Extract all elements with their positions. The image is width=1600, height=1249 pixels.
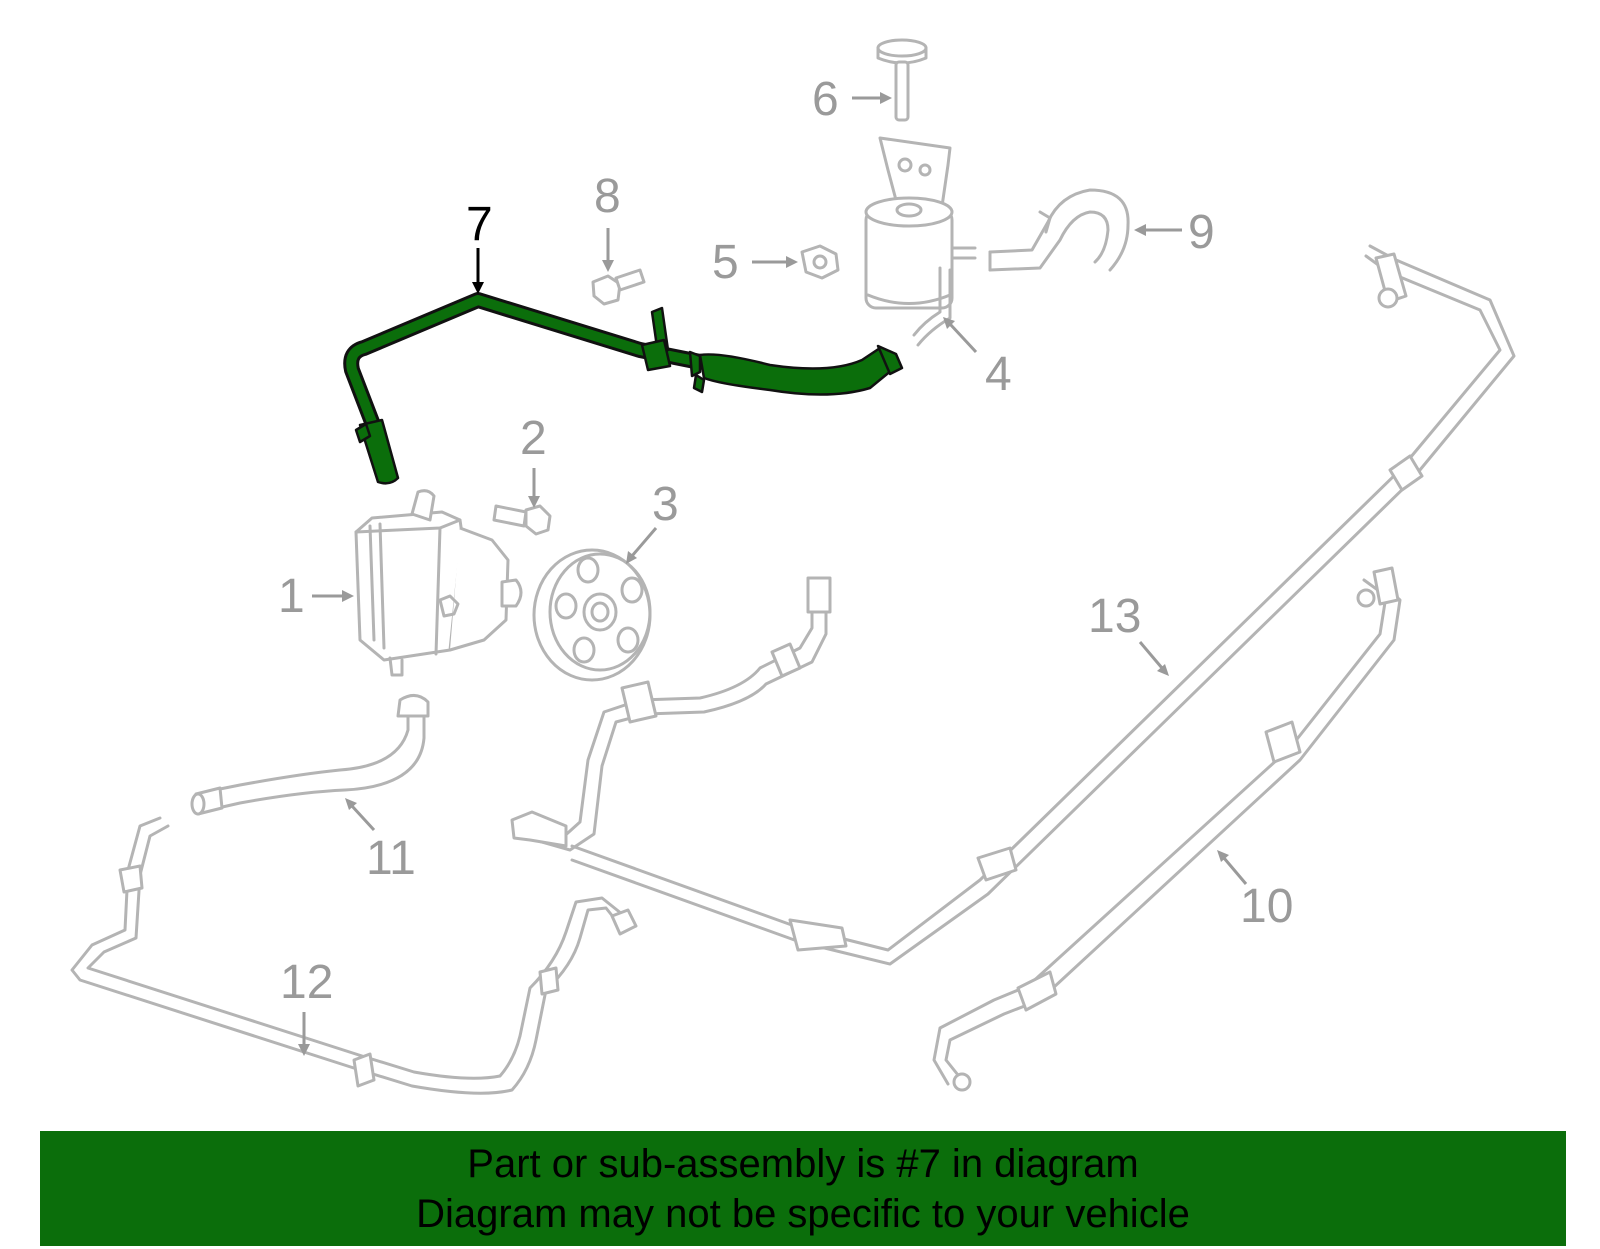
callout-9-label: 9 bbox=[1188, 206, 1215, 259]
callout-2: 2 bbox=[520, 412, 547, 508]
callout-9: 9 bbox=[1134, 206, 1215, 259]
callout-13-label: 13 bbox=[1088, 590, 1141, 643]
callout-7: 7 bbox=[466, 198, 493, 294]
callout-1-label: 1 bbox=[278, 570, 305, 623]
part-8-bolt[interactable] bbox=[591, 268, 646, 306]
callout-13: 13 bbox=[1088, 590, 1169, 676]
callout-8: 8 bbox=[594, 170, 621, 272]
footer-line-2: Diagram may not be specific to your vehi… bbox=[416, 1192, 1190, 1236]
part-11-suction-hose[interactable] bbox=[190, 694, 430, 816]
callout-11: 11 bbox=[345, 798, 416, 885]
callout-3-label: 3 bbox=[652, 478, 679, 531]
part-13-pressure-line[interactable] bbox=[510, 244, 1516, 966]
part-5-nut[interactable] bbox=[800, 244, 840, 280]
callout-7-label: 7 bbox=[466, 198, 493, 251]
callout-4: 4 bbox=[943, 317, 1012, 401]
callout-8-label: 8 bbox=[594, 170, 621, 223]
callout-10: 10 bbox=[1217, 850, 1293, 933]
callout-1: 1 bbox=[278, 570, 354, 623]
callout-12: 12 bbox=[280, 956, 333, 1056]
callout-6-label: 6 bbox=[812, 73, 839, 126]
callout-3: 3 bbox=[626, 478, 679, 564]
part-12-cooler-line[interactable] bbox=[70, 816, 638, 1095]
part-2-bolt[interactable] bbox=[492, 504, 552, 536]
callout-11-label: 11 bbox=[366, 832, 416, 885]
part-6-reservoir-cap[interactable] bbox=[876, 38, 928, 122]
part-7-pressure-hose[interactable] bbox=[343, 292, 904, 485]
callout-5: 5 bbox=[712, 236, 798, 289]
callout-4-label: 4 bbox=[985, 348, 1012, 401]
part-9-hose[interactable] bbox=[988, 188, 1130, 272]
footer-banner: Part or sub-assembly is #7 in diagram Di… bbox=[40, 1131, 1566, 1246]
part-3-pulley[interactable] bbox=[532, 548, 652, 682]
callout-12-label: 12 bbox=[280, 956, 333, 1009]
callout-2-label: 2 bbox=[520, 412, 547, 465]
part-1-pump[interactable] bbox=[354, 489, 523, 677]
callout-6: 6 bbox=[812, 73, 892, 126]
callout-5-label: 5 bbox=[712, 236, 739, 289]
callout-10-label: 10 bbox=[1240, 880, 1293, 933]
footer-line-1: Part or sub-assembly is #7 in diagram bbox=[467, 1142, 1139, 1186]
part-4-reservoir[interactable] bbox=[864, 136, 977, 347]
part-10-return-line[interactable] bbox=[932, 566, 1402, 1092]
